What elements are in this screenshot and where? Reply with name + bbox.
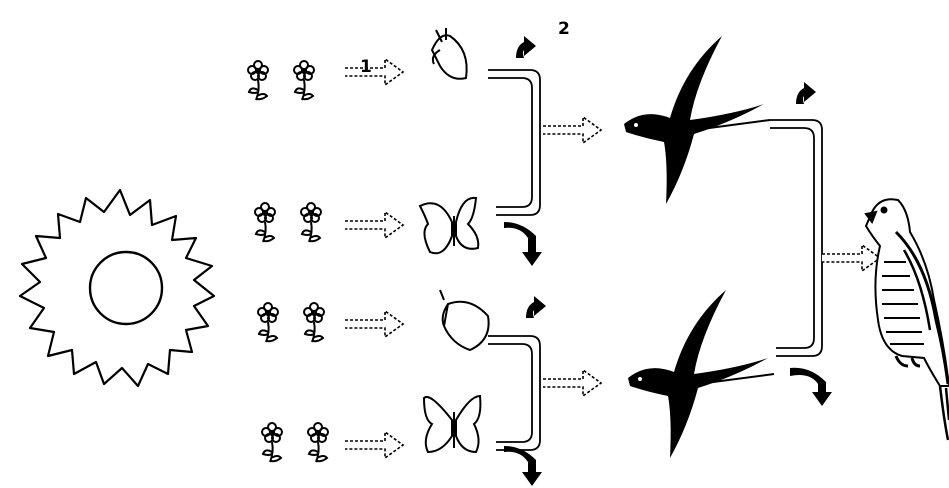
swallow-icon-lower bbox=[627, 289, 775, 459]
flowers-row-3 bbox=[258, 303, 324, 342]
arrow-flowers-to-butterfly-4 bbox=[344, 431, 404, 459]
butterfly-icon-3 bbox=[439, 289, 490, 352]
arrow-flowers-to-butterfly-2 bbox=[344, 211, 404, 239]
flowers-row-4 bbox=[262, 423, 328, 462]
arrow-flowers-to-butterfly-1 bbox=[344, 58, 404, 86]
energy-loss-arrow-down-2 bbox=[504, 446, 542, 486]
arrow-butterflies-to-swallow-upper bbox=[542, 116, 602, 144]
flowers-row-1 bbox=[248, 61, 314, 100]
energy-loss-arrow-up-2 bbox=[526, 296, 546, 318]
swallow-icon-upper bbox=[623, 35, 771, 205]
arrow-flowers-to-butterfly-3 bbox=[344, 310, 404, 338]
energy-loss-arrow-down-1 bbox=[504, 222, 542, 266]
hawk-icon bbox=[864, 198, 949, 441]
bracket-butterflies-upper bbox=[488, 69, 541, 216]
bracket-swallows bbox=[770, 119, 823, 357]
bracket-butterflies-lower bbox=[488, 335, 541, 451]
energy-loss-arrow-up-1 bbox=[516, 36, 536, 58]
butterfly-icon-4 bbox=[422, 394, 482, 454]
sun-icon bbox=[18, 188, 216, 388]
energy-loss-arrow-up-3 bbox=[796, 82, 816, 104]
flowers-row-2 bbox=[255, 203, 321, 242]
label-2: 2 bbox=[558, 19, 570, 39]
energy-loss-arrow-down-3 bbox=[790, 367, 832, 406]
arrow-swallows-to-hawk bbox=[821, 244, 881, 272]
butterfly-icon-2 bbox=[418, 196, 480, 255]
label-1: 1 bbox=[360, 57, 372, 77]
arrow-butterflies-to-swallow-lower bbox=[542, 369, 602, 397]
butterfly-icon-1 bbox=[430, 28, 468, 80]
